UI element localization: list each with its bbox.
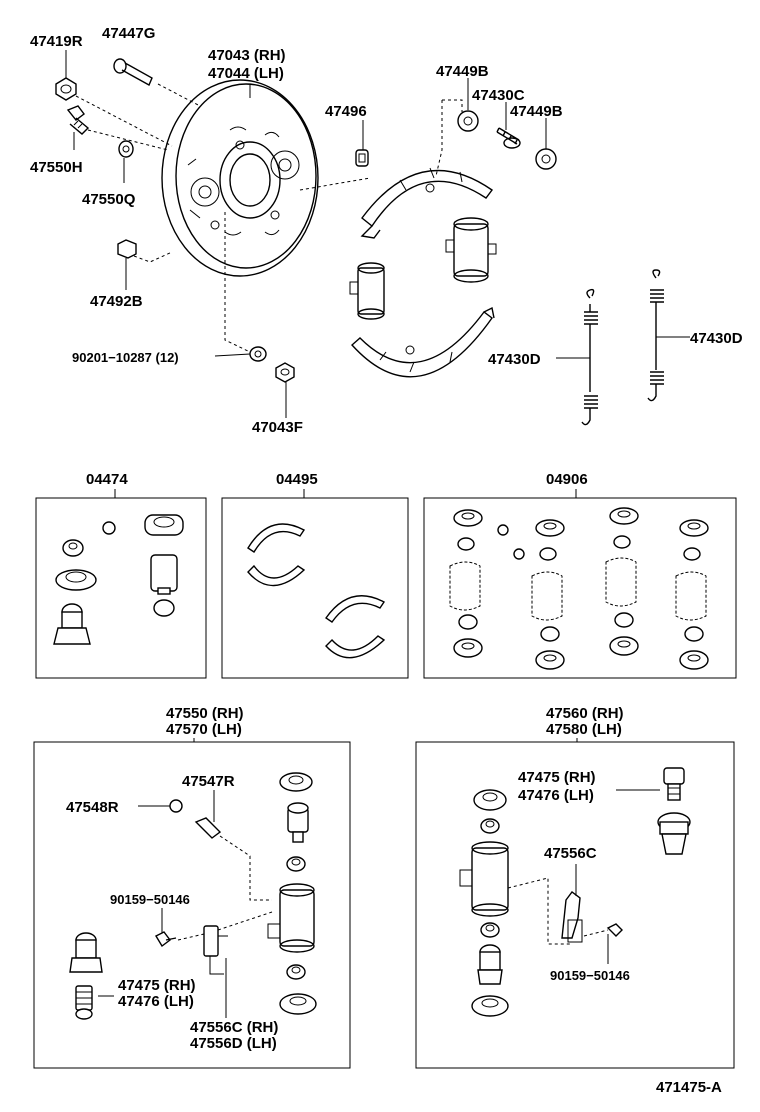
diagram-id: 471475-A bbox=[656, 1079, 722, 1096]
label-47043: 47043 (RH) bbox=[208, 47, 286, 64]
label-47447G: 47447G bbox=[102, 25, 155, 42]
assembly-left-title-rh: 47550 (RH) bbox=[166, 705, 244, 722]
label-47550Q: 47550Q bbox=[82, 191, 136, 208]
wheel-cylinder-upper bbox=[445, 217, 497, 283]
label-47419R: 47419R bbox=[30, 33, 83, 50]
clip-47496 bbox=[355, 149, 369, 167]
return-spring-47430D-right bbox=[647, 269, 664, 402]
cap-47449B-top bbox=[457, 110, 479, 132]
nut-47043F bbox=[275, 362, 295, 383]
cap-47449B-right bbox=[535, 148, 557, 170]
label-47475-right: 47475 (RH) bbox=[518, 769, 596, 786]
label-47449B-top: 47449B bbox=[436, 63, 489, 80]
kit-label-04495: 04495 bbox=[276, 471, 318, 488]
label-47449B-right: 47449B bbox=[510, 103, 563, 120]
brake-shoe-upper bbox=[360, 167, 493, 239]
pin-47447G bbox=[113, 58, 153, 86]
wheel-cylinder-lower bbox=[349, 262, 385, 320]
label-47476-right: 47476 (LH) bbox=[518, 787, 594, 804]
label-47492B: 47492B bbox=[90, 293, 143, 310]
label-47556C-right: 47556C bbox=[544, 845, 597, 862]
label-47430D-left: 47430D bbox=[488, 351, 541, 368]
assembly-left-title-lh: 47570 (LH) bbox=[166, 721, 242, 738]
label-47556C-left: 47556C (RH) bbox=[190, 1019, 278, 1036]
label-47043F: 47043F bbox=[252, 419, 303, 436]
assembly-right-title-rh: 47560 (RH) bbox=[546, 705, 624, 722]
return-spring-47430D-left bbox=[581, 288, 598, 426]
label-90201: 90201−10287 (12) bbox=[72, 350, 179, 365]
kit-04495: 04495 bbox=[221, 471, 409, 679]
label-47550H: 47550H bbox=[30, 159, 83, 176]
assembly-47550: 47550 (RH) 47570 (LH) 47547R 47548R 9015… bbox=[33, 705, 351, 1069]
cap-47550Q bbox=[118, 140, 134, 158]
label-47476-left: 47476 (LH) bbox=[118, 993, 194, 1010]
washer-90201 bbox=[249, 346, 267, 362]
label-47044: 47044 (LH) bbox=[208, 65, 284, 82]
kit-label-04906: 04906 bbox=[546, 471, 588, 488]
brake-shoe-lower bbox=[351, 306, 495, 378]
label-47548R: 47548R bbox=[66, 799, 119, 816]
backing-plate bbox=[161, 79, 319, 277]
label-47496: 47496 bbox=[325, 103, 367, 120]
plug-47492B bbox=[117, 239, 137, 259]
label-47556D-left: 47556D (LH) bbox=[190, 1035, 277, 1052]
label-47430D-right: 47430D bbox=[690, 330, 743, 347]
kit-04906: 04906 bbox=[423, 471, 737, 679]
label-90159-right: 90159−50146 bbox=[550, 968, 630, 983]
nut-47419R bbox=[55, 77, 77, 101]
assembly-right-title-lh: 47580 (LH) bbox=[546, 721, 622, 738]
spring-47430C bbox=[496, 127, 521, 149]
label-90159-left: 90159−50146 bbox=[110, 892, 190, 907]
assembly-47560: 47560 (RH) 47580 (LH) 47475 (RH) 47476 (… bbox=[415, 705, 735, 1069]
label-47430C: 47430C bbox=[472, 87, 525, 104]
kit-label-04474: 04474 bbox=[86, 471, 128, 488]
label-47475-left: 47475 (RH) bbox=[118, 977, 196, 994]
bleeder-47550H bbox=[66, 105, 90, 135]
label-47547R: 47547R bbox=[182, 773, 235, 790]
kit-04474: 04474 bbox=[35, 471, 207, 679]
